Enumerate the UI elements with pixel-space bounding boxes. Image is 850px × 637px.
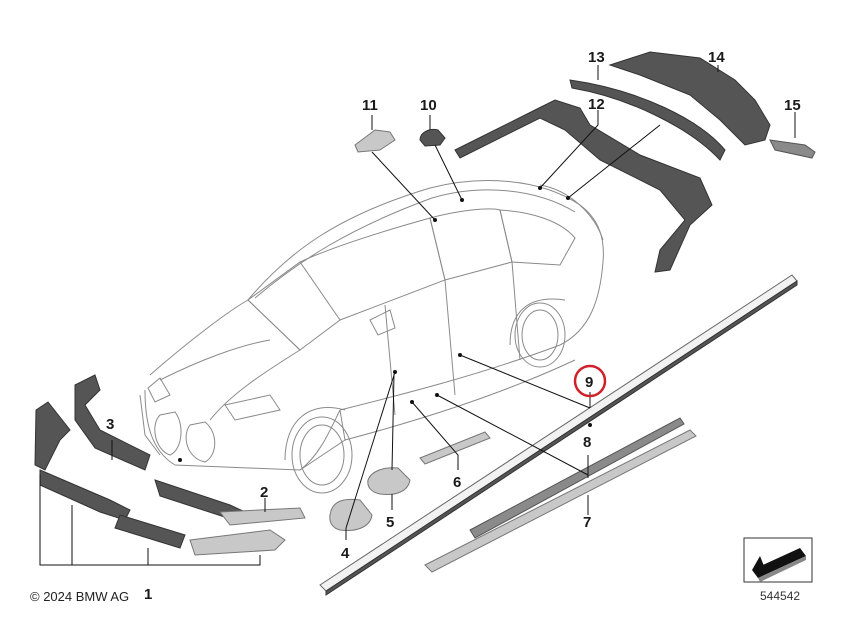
callout-4: 4	[341, 545, 350, 562]
part-mirror-cap-left	[329, 498, 373, 531]
callout-15: 15	[784, 97, 801, 114]
callout-9-highlight-ring	[573, 364, 607, 398]
leader-lines	[39, 65, 796, 566]
part-front-splitter-set	[34, 401, 286, 556]
callout-5: 5	[386, 514, 394, 531]
document-number: 544542	[760, 589, 800, 603]
part-air-intake-trim	[74, 374, 151, 471]
part-wing-end-cap	[769, 139, 816, 159]
callout-9: 9	[585, 374, 593, 391]
part-side-skirt-stripe	[319, 274, 798, 592]
part-rear-diffuser	[454, 99, 713, 273]
part-side-decal	[469, 417, 685, 539]
leader-dots	[178, 186, 592, 462]
callout-14: 14	[708, 49, 725, 66]
callout-10: 10	[420, 97, 437, 114]
view-direction-icon	[743, 537, 813, 583]
callout-7: 7	[583, 514, 591, 531]
callout-12: 12	[588, 96, 605, 113]
part-antenna-cover	[354, 129, 396, 153]
part-side-skirt-stripe-shadow	[325, 280, 798, 596]
copyright-notice: © 2024 BMW AG	[30, 589, 129, 604]
callout-2: 2	[260, 484, 268, 501]
part-small-cap	[419, 129, 446, 147]
callout-1: 1	[144, 586, 152, 603]
callout-8: 8	[583, 434, 591, 451]
callout-11: 11	[362, 97, 378, 114]
callout-13: 13	[588, 49, 605, 66]
callout-6: 6	[453, 474, 461, 491]
car-outline	[139, 180, 604, 494]
part-rear-wing	[608, 51, 771, 146]
part-front-bumper-trim	[154, 479, 306, 526]
part-side-stripe	[424, 429, 697, 573]
part-mirror-cap-right	[367, 467, 411, 495]
part-door-sill-badge	[419, 431, 491, 465]
callout-3: 3	[106, 416, 114, 433]
part-trunk-lip-spoiler	[569, 79, 726, 161]
